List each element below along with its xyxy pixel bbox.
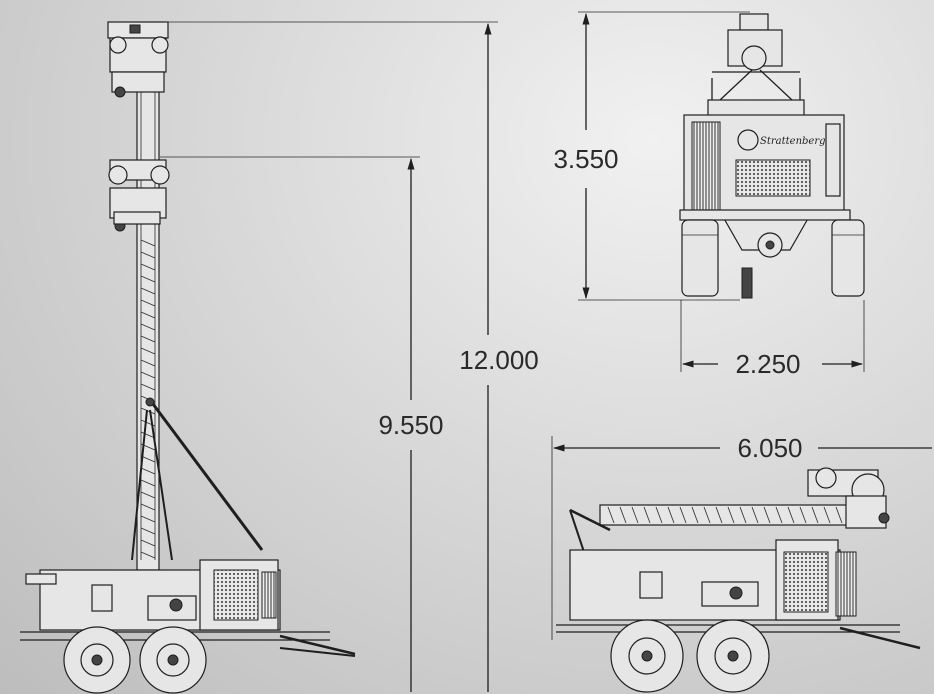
brand-logo-text: Strattenberg: [760, 136, 826, 147]
dimension-upper-mast: 9.550: [160, 156, 444, 692]
top-light-head: [107, 21, 169, 98]
mast-support-brace: [131, 397, 264, 561]
dimension-rear-height: 3.550: [553, 11, 750, 301]
stowed-light-head: [807, 467, 890, 529]
dimension-overall-height: 12.000: [165, 21, 539, 692]
dimension-rear-width-label: 2.250: [735, 349, 800, 379]
side-view-stowed: [556, 467, 921, 693]
dimension-rear-width: 2.250: [680, 300, 865, 379]
side-view-mast-raised: [20, 21, 356, 694]
dimension-stowed-length: 6.050: [551, 433, 932, 640]
dimension-stowed-length-label: 6.050: [737, 433, 802, 463]
dimension-rear-height-label: 3.550: [553, 144, 618, 174]
dimension-upper-mast-label: 9.550: [378, 410, 443, 440]
side-wheels: [63, 626, 207, 694]
dimension-overall-height-label: 12.000: [459, 345, 539, 375]
rear-view: Strattenberg: [679, 13, 865, 299]
middle-light-head: [108, 159, 170, 232]
rear-right-wheel: [831, 219, 865, 297]
mast-rungs: [140, 239, 156, 559]
trailer-body-side: [20, 559, 356, 657]
stowed-wheels: [610, 619, 770, 693]
stowed-mast-rungs: [607, 506, 843, 524]
rear-left-wheel: [681, 219, 719, 297]
